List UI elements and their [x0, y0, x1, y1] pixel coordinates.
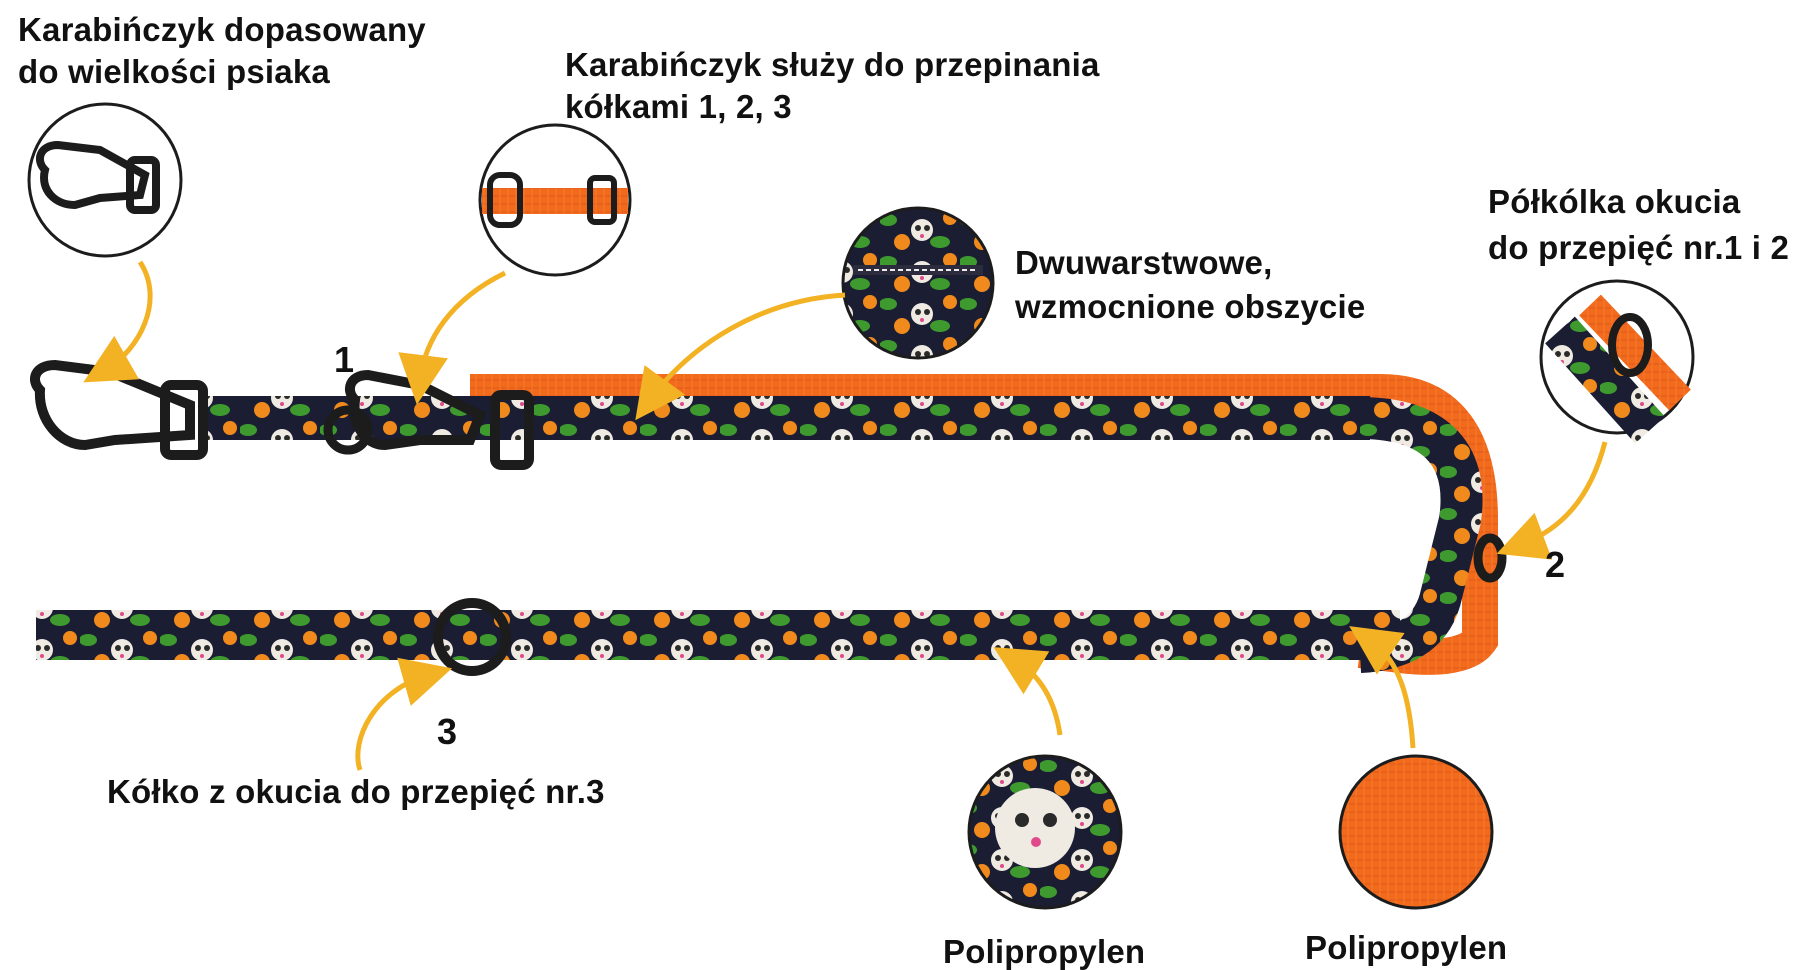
ring3-caption: Kółko z okucia do przepięć nr.3	[107, 773, 605, 810]
ring-3-marker: 3	[437, 711, 458, 752]
adjust-carabiner-icon	[344, 369, 534, 470]
curved-arrow-icon	[83, 260, 1608, 771]
carabiner-size-label-line2: do wielkości psiaka	[18, 53, 330, 90]
material-orange-label: Polipropylen	[1305, 929, 1508, 966]
ring-1-marker: 1	[334, 339, 355, 380]
ring-2-marker: 2	[1545, 544, 1566, 585]
detail-circle-adjust	[478, 123, 632, 277]
stitching-label-line1: Dwuwarstwowe,	[1015, 244, 1273, 281]
detail-circle-carabiner	[27, 102, 183, 258]
detail-circle-half-ring	[1539, 279, 1695, 444]
carabiner-rings-label-line1: Karabińczyk służy do przepinania	[565, 46, 1100, 83]
main-carabiner-icon	[30, 359, 208, 460]
ring-1-icon	[323, 405, 373, 455]
detail-circle-pattern-material	[967, 754, 1123, 910]
detail-circle-orange-material	[1338, 754, 1494, 910]
half-rings-label-line1: Półkólka okucia	[1488, 183, 1741, 220]
stitching-label-line2: wzmocnione obszycie	[1015, 288, 1366, 325]
carabiner-size-label-line1: Karabińczyk dopasowany	[18, 11, 426, 48]
material-pattern-label: Polipropylen	[943, 933, 1146, 970]
half-rings-label-line2: do przepięć nr.1 i 2	[1488, 229, 1790, 266]
carabiner-rings-label-line2: kółkami 1, 2, 3	[565, 88, 792, 125]
detail-circle-stitching	[841, 206, 995, 360]
ring-3-icon	[433, 598, 511, 676]
